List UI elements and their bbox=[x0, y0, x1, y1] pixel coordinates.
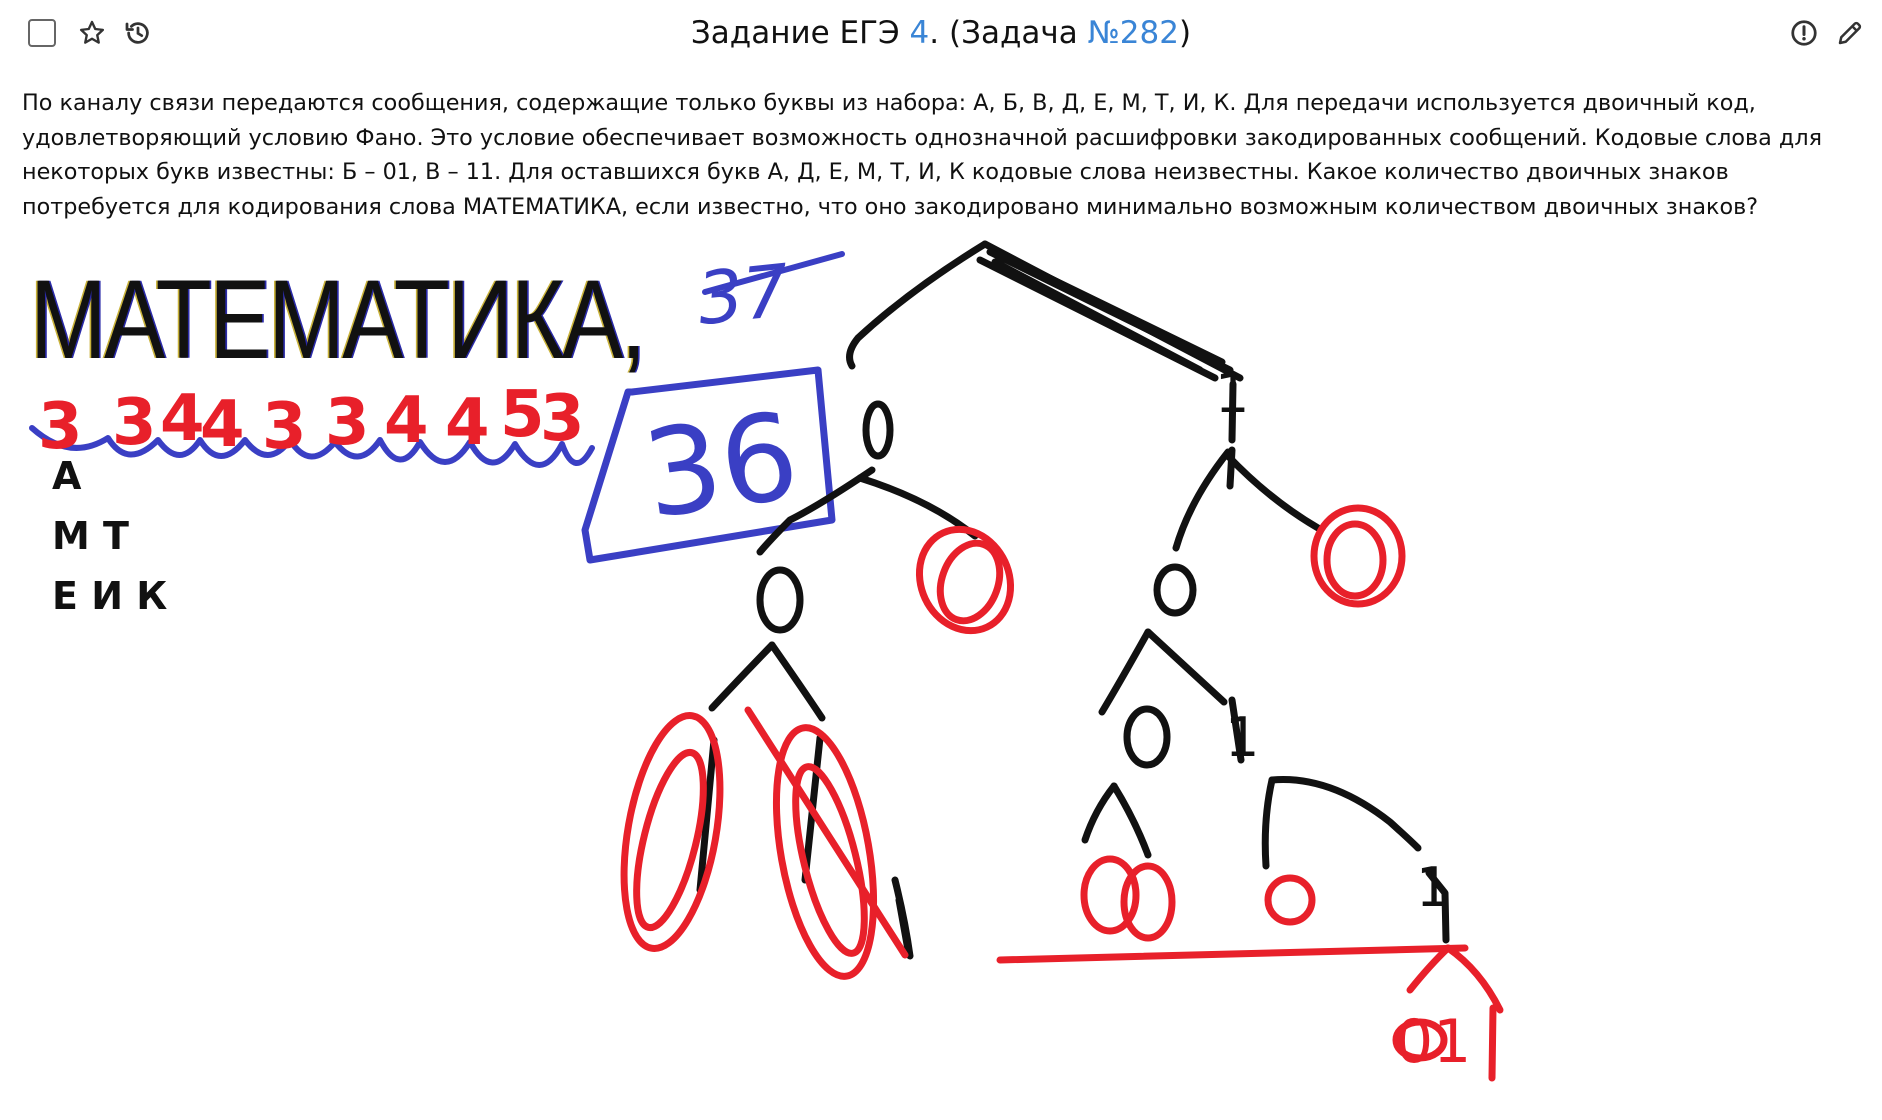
length-digit: 3 bbox=[112, 386, 157, 460]
tree-digit-deep-right: 1 bbox=[1225, 706, 1259, 769]
length-digit: 4 bbox=[384, 384, 429, 458]
word-image: МАТЕМАТИКА, bbox=[30, 257, 646, 382]
length-arcs bbox=[29, 425, 595, 468]
tree-digit-root-right: 1 bbox=[1215, 362, 1249, 425]
length-digit: 4 bbox=[200, 388, 245, 462]
group-three: Е И К bbox=[52, 574, 168, 618]
length-digit: 3 bbox=[325, 386, 370, 460]
tree-digit-deep-left bbox=[1123, 705, 1171, 769]
tree-digit-left-left bbox=[756, 566, 804, 634]
task-header: Задание ЕГЭ 4. (Задача №282) bbox=[0, 0, 1882, 68]
extension-code: 01 bbox=[1395, 1007, 1471, 1077]
sum-strike bbox=[702, 251, 845, 295]
tree-digit-right-left bbox=[1153, 563, 1197, 617]
length-digits: 3 3 4 4 3 3 4 4 5 3 bbox=[38, 378, 585, 464]
page-title: Задание ЕГЭ 4. (Задача №282) bbox=[0, 10, 1882, 56]
tree-digit-deepest-right: 1 bbox=[1416, 856, 1450, 919]
answer-box bbox=[581, 366, 836, 564]
code-tree bbox=[696, 240, 1450, 960]
tree-digit-root-left bbox=[862, 400, 894, 460]
star-icon[interactable] bbox=[74, 15, 110, 51]
info-icon[interactable] bbox=[1786, 15, 1822, 51]
title-prefix: Задание ЕГЭ bbox=[690, 15, 910, 51]
length-digit: 4 bbox=[445, 386, 490, 460]
problem-number-link[interactable]: №282 bbox=[1087, 15, 1179, 51]
red-marks bbox=[620, 504, 1504, 1082]
title-middle: . (Задача bbox=[929, 15, 1088, 51]
sum-first: 37 bbox=[693, 248, 793, 341]
group-one: А bbox=[52, 454, 82, 498]
letter-groups: А М Т Е И К bbox=[52, 446, 167, 626]
length-digit: 3 bbox=[38, 390, 83, 464]
task-number-link[interactable]: 4 bbox=[909, 15, 930, 51]
edit-icon[interactable] bbox=[1832, 15, 1868, 51]
length-digit: 3 bbox=[262, 390, 307, 464]
history-icon[interactable] bbox=[120, 15, 156, 51]
length-digit: 5 bbox=[500, 378, 545, 452]
length-digit: 3 bbox=[540, 382, 585, 456]
length-digit: 4 bbox=[160, 382, 205, 456]
select-checkbox[interactable] bbox=[28, 19, 56, 47]
question-text: По каналу связи передаются сообщения, со… bbox=[22, 90, 1822, 220]
answer-value: 36 bbox=[636, 387, 807, 546]
group-two: М Т bbox=[52, 514, 129, 558]
title-suffix: ) bbox=[1178, 15, 1192, 51]
